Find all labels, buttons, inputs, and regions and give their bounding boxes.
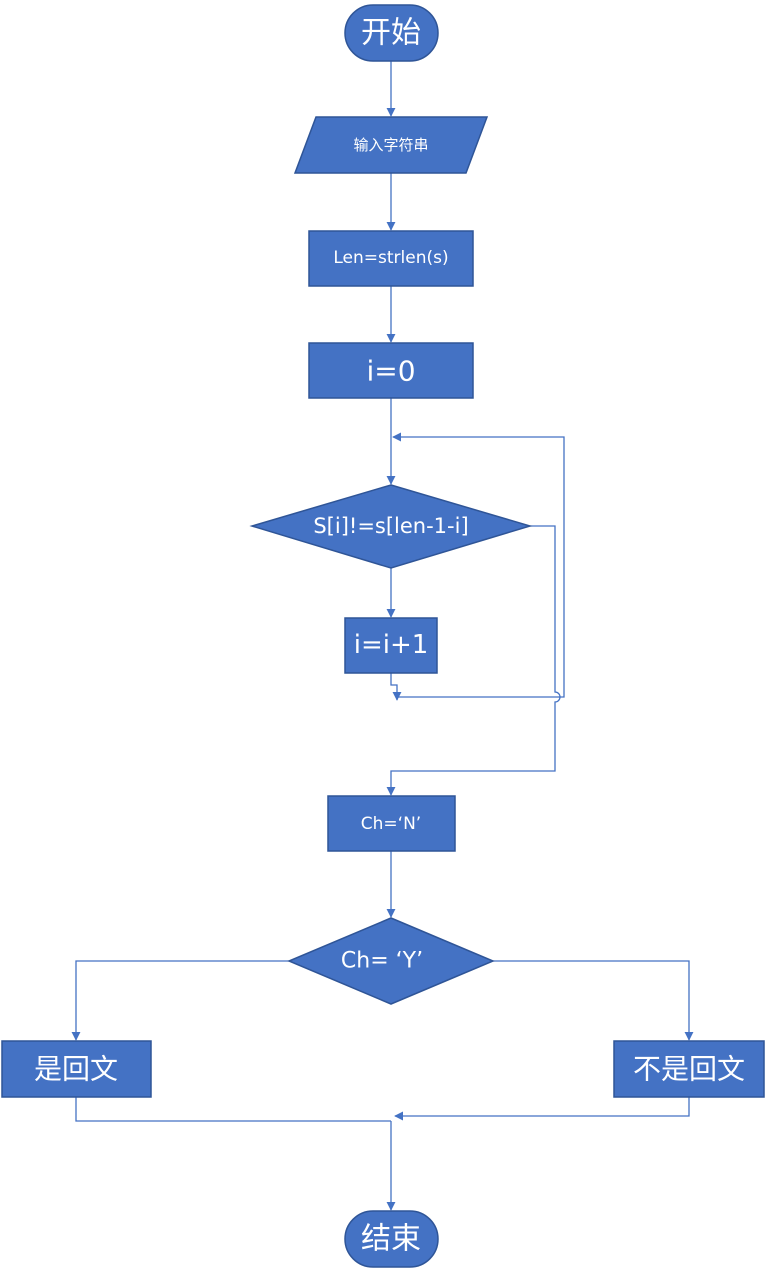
not-palindrome-node: 不是回文 [613, 1040, 765, 1098]
compare-label: S[i]!=s[len-1-i] [313, 514, 468, 538]
check-y-label: Ch= ‘Y’ [341, 949, 423, 974]
start-node: 开始 [344, 4, 439, 62]
compare-decision-shape [249, 484, 533, 569]
start-label: 开始 [361, 16, 421, 51]
init-process-shape [308, 342, 474, 399]
is-palindrome-process-shape [1, 1040, 152, 1098]
end-terminator-shape [344, 1210, 439, 1268]
len-label: Len=strlen(s) [333, 248, 448, 268]
edge-compare-to-assign [386, 525, 561, 796]
assign-n-process-shape [327, 795, 456, 852]
check-y-node: Ch= ‘Y’ [287, 917, 495, 1005]
len-node: Len=strlen(s) [308, 230, 474, 287]
assign-n-label: Ch=‘N’ [361, 814, 421, 834]
init-label: i=0 [366, 355, 415, 388]
edge-check-to-no [493, 960, 694, 1041]
is-palindrome-label: 是回文 [34, 1053, 118, 1086]
input-label: 输入字符串 [353, 136, 428, 154]
edge-yes-to-merge [75, 1097, 391, 1122]
is-palindrome-node: 是回文 [1, 1040, 152, 1098]
not-palindrome-label: 不是回文 [633, 1053, 745, 1086]
edge-increment-down [390, 673, 402, 701]
not-palindrome-process-shape [613, 1040, 765, 1098]
increment-label: i=i+1 [354, 630, 429, 660]
assign-n-node: Ch=‘N’ [327, 795, 456, 852]
end-node: 结束 [344, 1210, 439, 1268]
check-y-decision-shape [287, 917, 495, 1005]
start-terminator-shape [344, 4, 439, 62]
input-node: 输入字符串 [293, 116, 489, 174]
end-label: 结束 [361, 1222, 421, 1257]
edge-check-to-yes [71, 960, 289, 1041]
input-parallelogram-shape [293, 116, 489, 174]
edges [71, 61, 694, 1211]
edge-loop-back [392, 432, 565, 698]
len-process-shape [308, 230, 474, 287]
increment-process-shape [344, 617, 438, 674]
increment-node: i=i+1 [344, 617, 438, 674]
compare-node: S[i]!=s[len-1-i] [249, 484, 533, 569]
edge-no-to-merge [394, 1097, 690, 1121]
init-node: i=0 [308, 342, 474, 399]
